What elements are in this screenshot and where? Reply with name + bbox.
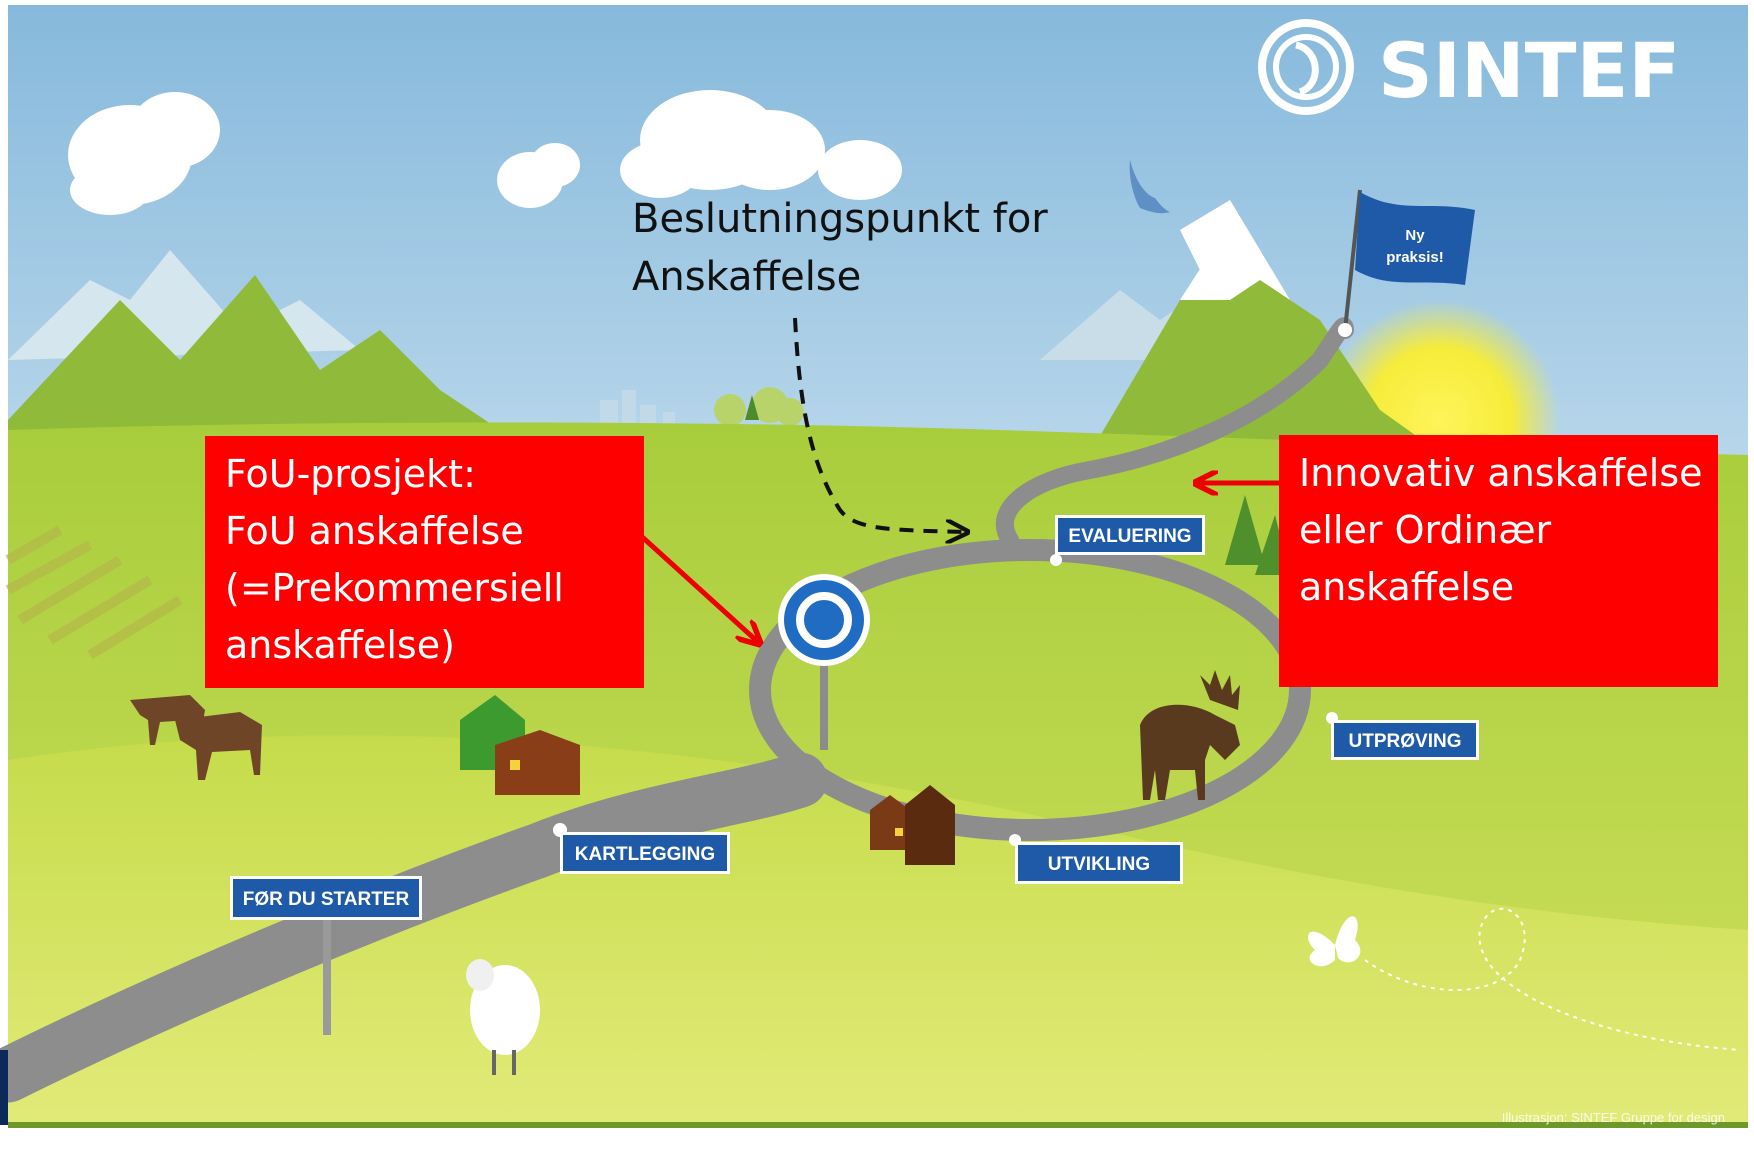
moose-icon xyxy=(1140,670,1240,800)
sintef-logo: SINTEF xyxy=(1258,19,1680,115)
decision-point-label: Beslutningspunkt for Anskaffelse xyxy=(632,190,1048,306)
road xyxy=(0,317,1354,1103)
sign-utvikling: UTVIKLING xyxy=(1009,834,1183,884)
flag-line-2: praksis! xyxy=(1386,249,1444,266)
decision-label-line-2: Anskaffelse xyxy=(632,254,862,300)
callout-left-line-3: (=Prekommersiell xyxy=(225,566,564,610)
decision-label-line-1: Beslutningspunkt for xyxy=(632,196,1048,242)
sign-kartlegging: KARTLEGGING xyxy=(553,823,730,874)
cloud-icon xyxy=(68,90,902,215)
logo-text: SINTEF xyxy=(1378,26,1680,115)
decision-arrow xyxy=(793,317,965,532)
sign-kartlegging-label: KARTLEGGING xyxy=(575,844,715,865)
cow-icon xyxy=(130,695,262,780)
callout-left-line-4: anskaffelse) xyxy=(225,623,455,667)
ploughed-field xyxy=(5,525,183,660)
arrow-left-callout xyxy=(638,533,758,642)
callout-right-line-1: Innovativ anskaffelse xyxy=(1299,451,1703,495)
sign-for-du-starter-label: FØR DU STARTER xyxy=(243,889,410,910)
tree-icon xyxy=(714,387,804,426)
callout-left-line-1: FoU-prosjekt: xyxy=(225,452,476,496)
bird-icon xyxy=(1129,160,1170,214)
flag-line-1: Ny xyxy=(1405,227,1425,244)
callout-right-line-2: eller Ordinær xyxy=(1299,508,1552,552)
roundabout-sign-icon xyxy=(778,574,870,750)
sign-utproving-label: UTPRØVING xyxy=(1349,731,1462,752)
callout-fou-project: FoU-prosjekt: FoU anskaffelse (=Prekomme… xyxy=(205,436,644,688)
callout-innovative-procurement: Innovativ anskaffelse eller Ordinær ansk… xyxy=(1279,435,1718,687)
flag-icon: Ny praksis! xyxy=(1338,189,1475,337)
butterfly-icon xyxy=(1307,916,1361,967)
illustration-credit: Illustrasjon: SINTEF Gruppe for design xyxy=(1502,1110,1725,1125)
sign-utproving: UTPRØVING xyxy=(1326,712,1479,760)
callout-left-line-2: FoU anskaffelse xyxy=(225,509,524,553)
sign-utvikling-label: UTVIKLING xyxy=(1048,854,1150,875)
sign-evaluering-label: EVALUERING xyxy=(1068,526,1191,547)
foreground-hill xyxy=(8,735,1748,1125)
callout-right-line-3: anskaffelse xyxy=(1299,565,1515,609)
sheep-icon xyxy=(466,959,540,1075)
sign-for-du-starter: FØR DU STARTER xyxy=(230,876,422,1035)
house-icon xyxy=(460,695,955,865)
butterfly-trail xyxy=(1364,907,1741,1051)
navy-strip xyxy=(0,1050,8,1125)
sign-evaluering: EVALUERING xyxy=(1050,515,1205,566)
